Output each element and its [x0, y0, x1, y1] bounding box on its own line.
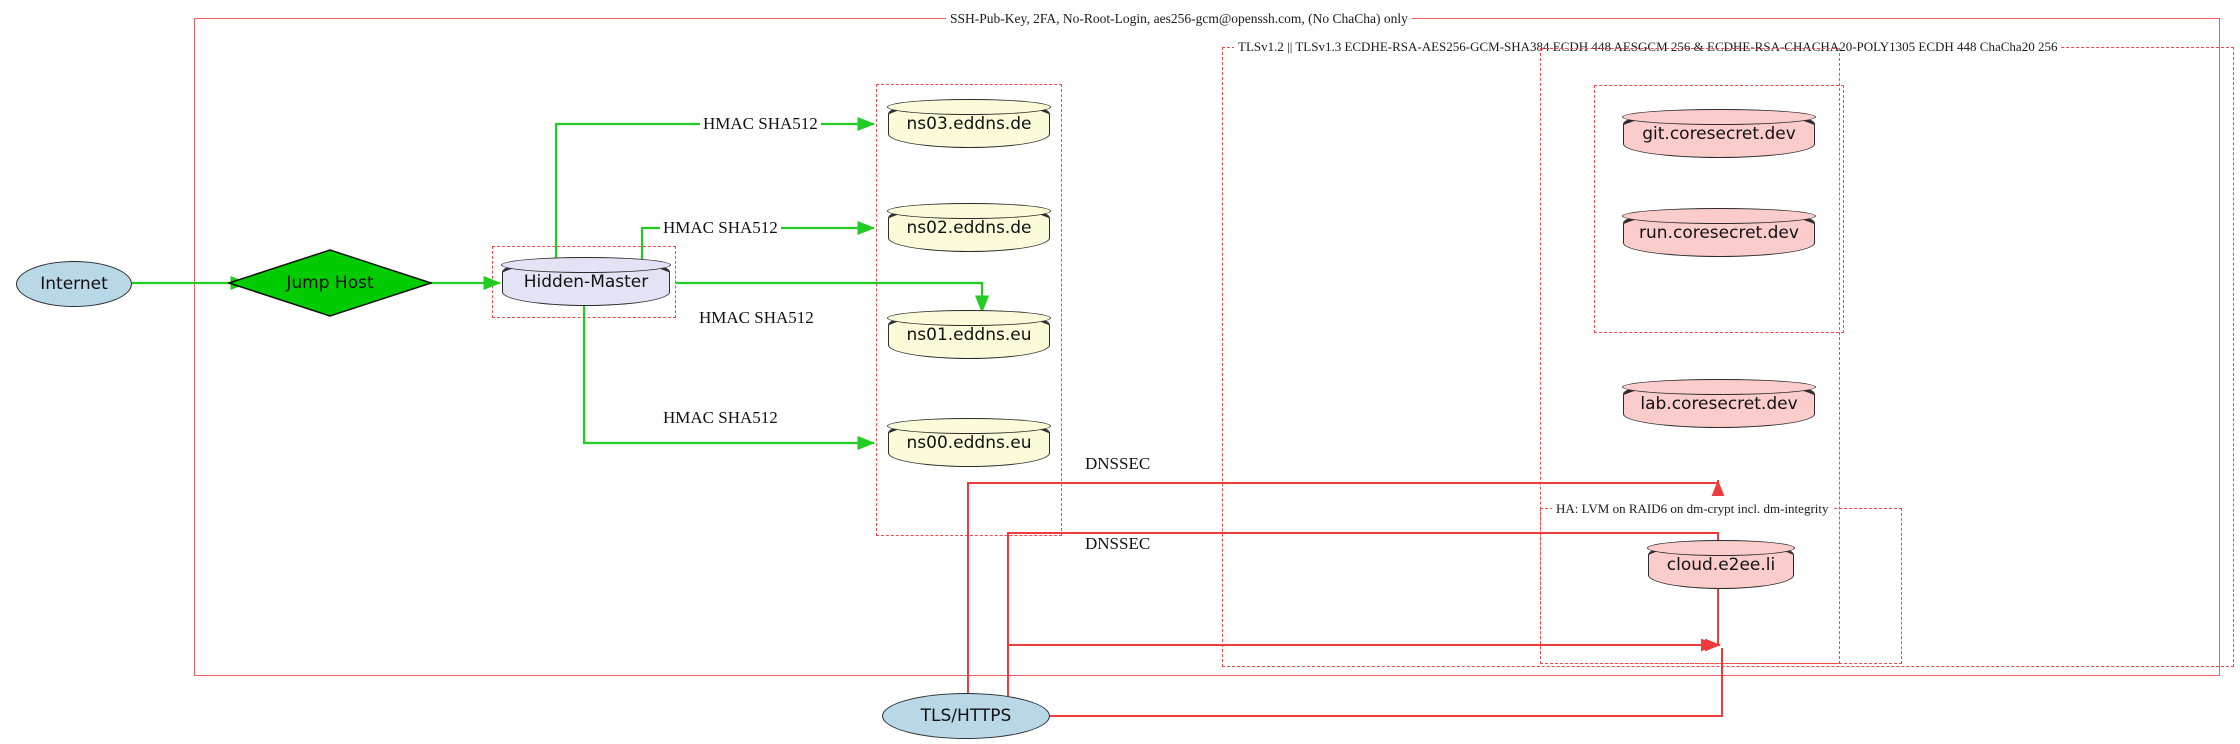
node-ns00-label: ns00.eddns.eu: [906, 433, 1032, 453]
edge-label-hmac-ns01: HMAC SHA512: [696, 308, 817, 328]
edge-label-hmac-ns02: HMAC SHA512: [660, 218, 781, 238]
node-ns03[interactable]: ns03.eddns.de: [887, 99, 1051, 148]
edge-label-dnssec-bottom: DNSSEC: [1082, 534, 1154, 554]
cluster-ssh-label: SSH-Pub-Key, 2FA, No-Root-Login, aes256-…: [946, 12, 1412, 26]
node-jump-host-label: Jump Host: [286, 273, 374, 293]
edge-label-hmac-ns03: HMAC SHA512: [700, 114, 821, 134]
cluster-tls-label: TLSv1.2 || TLSv1.3 ECDHE-RSA-AES256-GCM-…: [1234, 40, 2062, 53]
node-lab-coresecret[interactable]: lab.coresecret.dev: [1622, 379, 1816, 428]
node-jump-host[interactable]: Jump Host: [228, 249, 432, 317]
node-lab-coresecret-label: lab.coresecret.dev: [1640, 394, 1798, 414]
node-ns02-label: ns02.eddns.de: [906, 218, 1032, 238]
node-git-coresecret-label: git.coresecret.dev: [1642, 124, 1796, 144]
node-run-coresecret-label: run.coresecret.dev: [1639, 223, 1799, 243]
node-ns02[interactable]: ns02.eddns.de: [887, 203, 1051, 252]
node-hidden-master-label: Hidden-Master: [523, 272, 649, 292]
node-run-coresecret[interactable]: run.coresecret.dev: [1622, 208, 1816, 257]
node-ns01-label: ns01.eddns.eu: [906, 325, 1032, 345]
node-hidden-master[interactable]: Hidden-Master: [501, 257, 671, 306]
cluster-coresecret: [1594, 85, 1844, 333]
node-cloud-e2ee[interactable]: cloud.e2ee.li: [1647, 540, 1795, 589]
node-ns01[interactable]: ns01.eddns.eu: [887, 310, 1051, 359]
node-internet-label: Internet: [40, 274, 108, 294]
node-cloud-e2ee-label: cloud.e2ee.li: [1666, 555, 1776, 575]
node-git-coresecret[interactable]: git.coresecret.dev: [1622, 109, 1816, 158]
node-ns03-label: ns03.eddns.de: [906, 114, 1032, 134]
node-ns00[interactable]: ns00.eddns.eu: [887, 418, 1051, 467]
edge-label-hmac-ns00: HMAC SHA512: [660, 408, 781, 428]
edge-label-dnssec-top: DNSSEC: [1082, 454, 1154, 474]
node-internet[interactable]: Internet: [16, 261, 132, 307]
cluster-nameservers: [876, 84, 1062, 536]
node-tls-https-label: TLS/HTTPS: [920, 706, 1012, 726]
node-tls-https[interactable]: TLS/HTTPS: [882, 693, 1050, 739]
